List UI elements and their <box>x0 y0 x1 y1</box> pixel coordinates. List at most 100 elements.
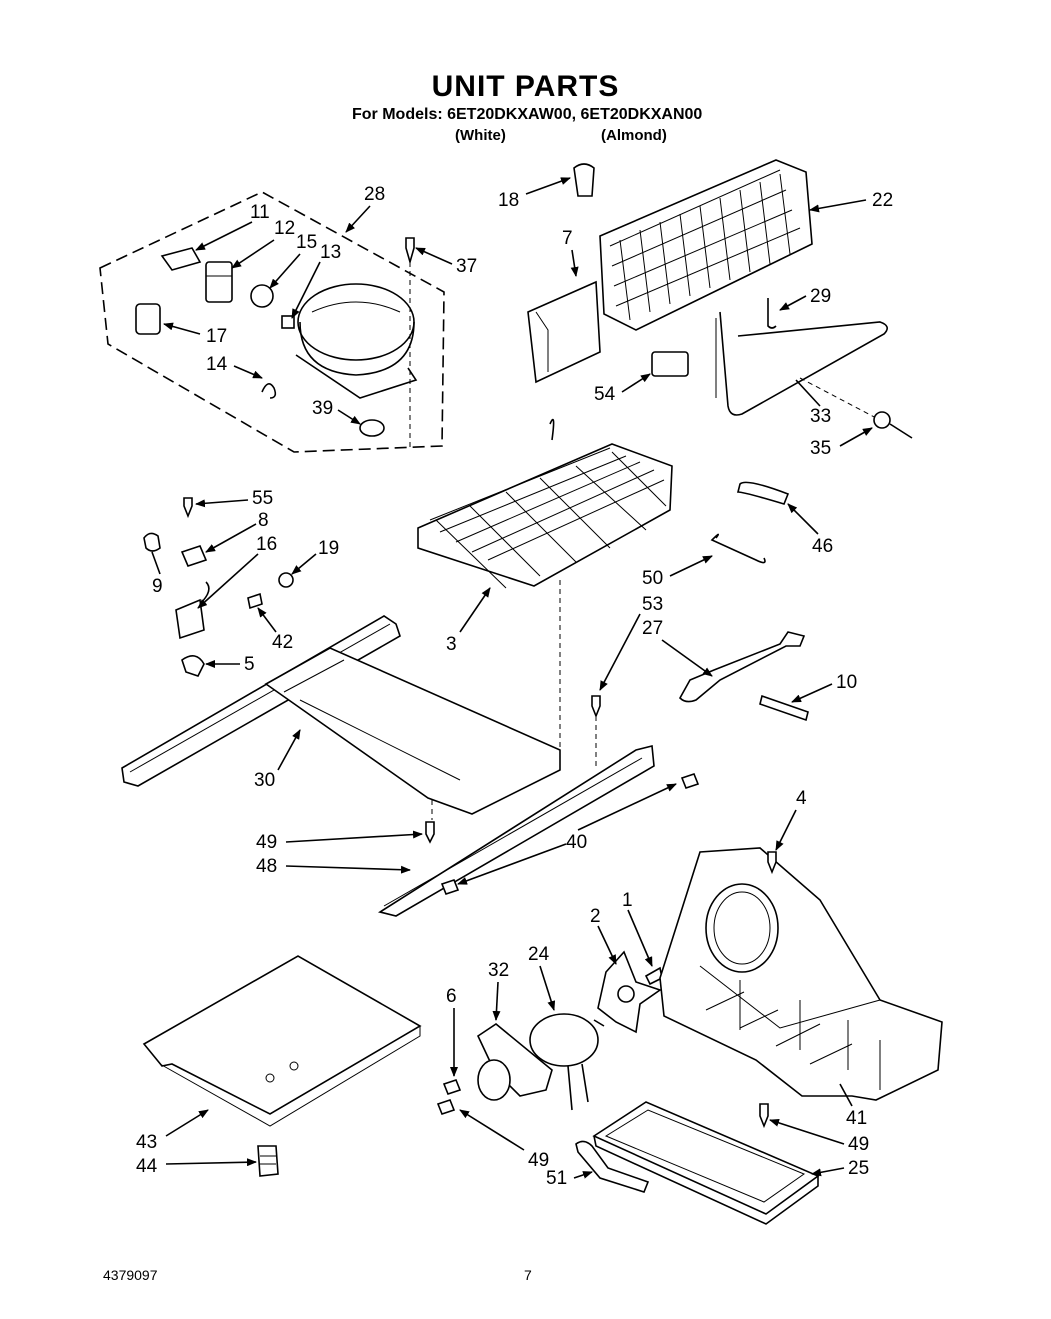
screw-53 <box>591 695 601 719</box>
label-1: 1 <box>622 890 633 911</box>
fan-shroud-group <box>659 847 943 1129</box>
label-49-base: 49 <box>848 1134 869 1155</box>
capacitor-part <box>135 303 161 335</box>
document-number: 4379097 <box>103 1267 158 1283</box>
label-28: 28 <box>364 184 385 205</box>
screw-42 <box>247 592 263 610</box>
label-14: 14 <box>206 354 228 375</box>
small-parts-right <box>679 481 809 722</box>
label-43: 43 <box>136 1132 157 1153</box>
screw-40a <box>680 773 700 789</box>
screw-4 <box>767 851 777 875</box>
relay-part <box>205 261 233 303</box>
screw-55 <box>183 497 193 519</box>
clip-part <box>767 298 777 329</box>
heater-loop-part <box>719 311 888 416</box>
label-5: 5 <box>244 654 255 675</box>
label-51: 51 <box>546 1168 567 1189</box>
condenser-coil <box>599 159 813 331</box>
wire-clip-part <box>261 383 277 399</box>
tube-10 <box>759 694 809 722</box>
label-48: 48 <box>256 856 277 877</box>
screw-40b <box>440 879 460 895</box>
motor-24 <box>529 1013 599 1067</box>
tube-46 <box>736 481 790 505</box>
label-11: 11 <box>250 202 270 223</box>
condenser-bracket <box>527 280 601 384</box>
variant-white: (White) <box>455 127 506 144</box>
rail-rear <box>377 744 655 917</box>
label-24: 24 <box>528 944 550 965</box>
label-42: 42 <box>272 632 293 653</box>
rail-cross <box>264 647 561 815</box>
screw-49-rail <box>425 821 435 844</box>
bolt-part <box>405 237 415 265</box>
drier-27 <box>679 631 806 703</box>
screw-6b <box>436 1099 456 1115</box>
page-number: 7 <box>524 1267 532 1283</box>
overload-part <box>250 284 274 308</box>
label-25: 25 <box>848 1158 869 1179</box>
label-29: 29 <box>810 286 831 307</box>
screw-49-base <box>759 1103 769 1129</box>
label-2: 2 <box>590 906 601 927</box>
bracket-part <box>160 247 202 271</box>
label-18: 18 <box>498 190 519 211</box>
condenser-group <box>527 159 913 439</box>
drain-group <box>575 1101 820 1225</box>
label-50: 50 <box>642 568 663 589</box>
label-44: 44 <box>136 1156 158 1177</box>
page-title: UNIT PARTS <box>431 70 620 103</box>
label-10: 10 <box>836 672 857 693</box>
label-7: 7 <box>562 228 573 249</box>
label-22: 22 <box>872 190 893 211</box>
label-8: 8 <box>258 510 269 531</box>
label-30: 30 <box>254 770 275 791</box>
part-19 <box>278 572 294 588</box>
label-3: 3 <box>446 634 457 655</box>
shield-group <box>142 955 422 1177</box>
terminal-cover-part <box>281 315 295 329</box>
variant-almond: (Almond) <box>601 127 667 144</box>
part-16 <box>175 598 205 640</box>
ferrule-part <box>573 163 595 197</box>
fitting-part <box>873 411 891 429</box>
label-49-fan: 49 <box>528 1150 549 1171</box>
clip-5 <box>181 655 205 677</box>
label-17: 17 <box>206 326 227 347</box>
label-40: 40 <box>566 832 587 853</box>
label-49-rail: 49 <box>256 832 277 853</box>
label-27: 27 <box>642 618 663 639</box>
label-55: 55 <box>252 488 273 509</box>
part-9 <box>143 532 161 552</box>
compressor-assembly-group <box>99 191 445 453</box>
label-53: 53 <box>642 594 663 615</box>
fan-motor-group <box>436 950 663 1115</box>
frame-rails <box>121 615 700 917</box>
drier-part <box>651 351 689 377</box>
label-19: 19 <box>318 538 339 559</box>
foot-44 <box>257 1145 279 1177</box>
label-37: 37 <box>456 256 477 277</box>
label-46: 46 <box>812 536 833 557</box>
small-parts-left <box>143 497 294 677</box>
hose-51 <box>575 1140 650 1193</box>
labels-and-leaders: 28 11 12 15 13 17 14 39 37 18 22 7 29 54… <box>136 177 893 1189</box>
label-41: 41 <box>846 1108 867 1129</box>
label-9: 9 <box>152 576 163 597</box>
compressor-shape <box>297 283 415 361</box>
label-6: 6 <box>446 986 457 1007</box>
label-13: 13 <box>320 242 341 263</box>
label-32: 32 <box>488 960 509 981</box>
shroud-41 <box>659 847 943 1101</box>
model-numbers: For Models: 6ET20DKXAW00, 6ET20DKXAN00 <box>352 106 703 123</box>
part-8 <box>180 545 208 567</box>
screw-6a <box>442 1079 462 1095</box>
label-15: 15 <box>296 232 317 253</box>
wire-50 <box>710 533 766 564</box>
label-39: 39 <box>312 398 333 419</box>
label-33: 33 <box>810 406 831 427</box>
label-54: 54 <box>594 384 616 405</box>
evaporator-group <box>417 418 673 820</box>
